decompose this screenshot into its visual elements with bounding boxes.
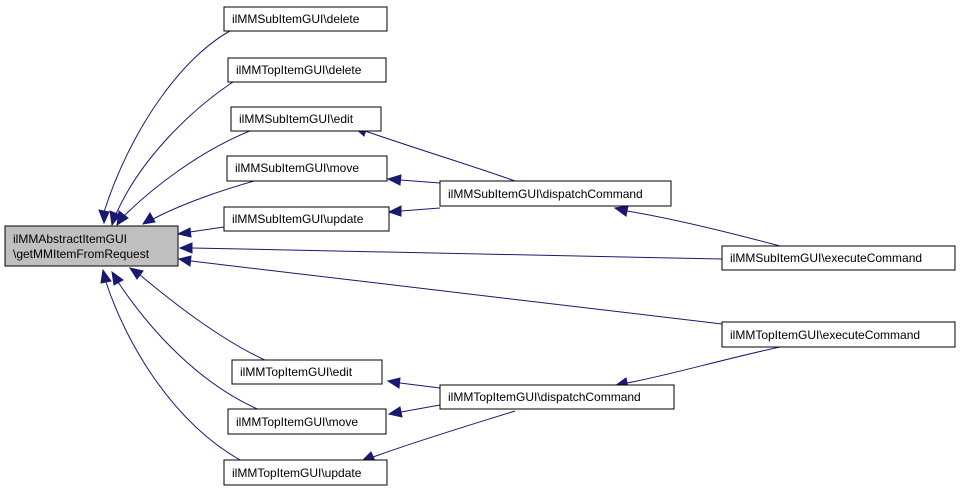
edge-arrowhead: [387, 406, 403, 418]
node-root[interactable]: ilMMAbstractItemGUI \getMMItemFromReques…: [4, 225, 179, 267]
node-label: ilMMTopItemGUI\update: [232, 466, 362, 480]
edge-sub-execute-to-sub-dispatch: [626, 210, 781, 247]
node-sub-edit[interactable]: ilMMSubItemGUI\edit: [230, 106, 382, 132]
edge-arrowhead: [128, 267, 144, 280]
node-box: [223, 206, 390, 232]
edge-top-execute-to-top-dispatch: [626, 346, 781, 384]
edge-arrowhead: [111, 270, 124, 286]
node-sub-update[interactable]: ilMMSubItemGUI\update: [223, 206, 390, 232]
edge-arrowhead: [178, 242, 193, 254]
edge-sub-execute-to-root: [191, 247, 723, 260]
node-top-dispatch[interactable]: ilMMTopItemGUI\dispatchCommand: [439, 384, 675, 410]
node-label: ilMMTopItemGUI\move: [236, 415, 358, 429]
node-box: [226, 155, 388, 182]
edge-top-execute-to-root: [190, 260, 723, 325]
node-label: ilMMSubItemGUI\move: [235, 161, 359, 175]
node-sub-dispatch[interactable]: ilMMSubItemGUI\dispatchCommand: [439, 180, 672, 207]
node-label: ilMMSubItemGUI\dispatchCommand: [448, 187, 643, 201]
edge-sub-delete-to-root: [103, 25, 241, 213]
node-label: ilMMSubItemGUI\update: [232, 212, 364, 226]
edge-sub-dispatch-to-sub-update: [400, 207, 441, 212]
node-sub-delete[interactable]: ilMMSubItemGUI\delete: [223, 6, 388, 32]
node-box: [227, 408, 387, 435]
edge-sub-edit-to-root: [123, 128, 256, 217]
node-box: [227, 57, 387, 83]
node-sub-move[interactable]: ilMMSubItemGUI\move: [226, 155, 388, 182]
edge-arrowhead: [176, 227, 192, 238]
edge-arrowhead: [386, 377, 401, 389]
node-top-move[interactable]: ilMMTopItemGUI\move: [227, 408, 387, 435]
node-box: [439, 180, 672, 207]
edge-arrowhead: [109, 210, 121, 227]
node-top-execute[interactable]: ilMMTopItemGUI\executeCommand: [721, 321, 956, 348]
node-label-line2: \getMMItemFromRequest: [13, 247, 150, 261]
node-box: [231, 359, 383, 385]
edge-sub-dispatch-to-sub-move: [399, 179, 441, 184]
node-box: [223, 459, 388, 486]
node-box: [230, 106, 382, 132]
edge-top-move-to-root: [117, 281, 263, 412]
edge-arrowhead: [141, 212, 156, 225]
node-top-edit[interactable]: ilMMTopItemGUI\edit: [231, 359, 383, 385]
node-label-line1: ilMMAbstractItemGUI: [13, 232, 127, 246]
node-box: [223, 6, 388, 32]
node-label: ilMMSubItemGUI\edit: [239, 112, 354, 126]
edge-arrowhead: [386, 174, 402, 186]
node-top-delete[interactable]: ilMMTopItemGUI\delete: [227, 57, 387, 83]
node-top-update[interactable]: ilMMTopItemGUI\update: [223, 459, 388, 486]
edge-arrowhead: [613, 205, 629, 217]
edges: [98, 25, 781, 462]
edge-top-dispatch-to-top-move: [400, 404, 441, 413]
node-label: ilMMTopItemGUI\executeCommand: [730, 328, 920, 342]
edge-sub-dispatch-to-sub-edit: [364, 130, 516, 182]
edge-arrowhead: [116, 210, 129, 227]
node-label: ilMMSubItemGUI\delete: [232, 12, 360, 26]
edge-arrowhead: [177, 255, 192, 267]
edge-arrowhead: [100, 268, 112, 284]
nodes: ilMMAbstractItemGUI \getMMItemFromReques…: [4, 6, 956, 486]
node-box: [4, 225, 179, 267]
node-label: ilMMTopItemGUI\dispatchCommand: [448, 390, 641, 404]
node-label: ilMMTopItemGUI\edit: [240, 365, 353, 379]
edge-top-dispatch-to-top-update: [372, 410, 516, 458]
node-box: [721, 321, 956, 348]
edge-sub-move-to-root: [152, 177, 266, 220]
edge-top-update-to-root: [105, 281, 241, 461]
edge-top-delete-to-root: [115, 79, 237, 215]
edge-top-edit-to-root: [139, 274, 270, 363]
node-sub-execute[interactable]: ilMMSubItemGUI\executeCommand: [721, 245, 956, 271]
node-box: [439, 384, 675, 410]
node-label: ilMMSubItemGUI\executeCommand: [730, 251, 922, 265]
edge-sub-update-to-root: [189, 226, 225, 233]
edge-arrowhead: [387, 205, 402, 217]
edge-arrowhead: [98, 209, 110, 225]
node-box: [721, 245, 956, 271]
edge-top-dispatch-to-top-edit: [399, 382, 441, 389]
node-label: ilMMTopItemGUI\delete: [236, 63, 362, 77]
